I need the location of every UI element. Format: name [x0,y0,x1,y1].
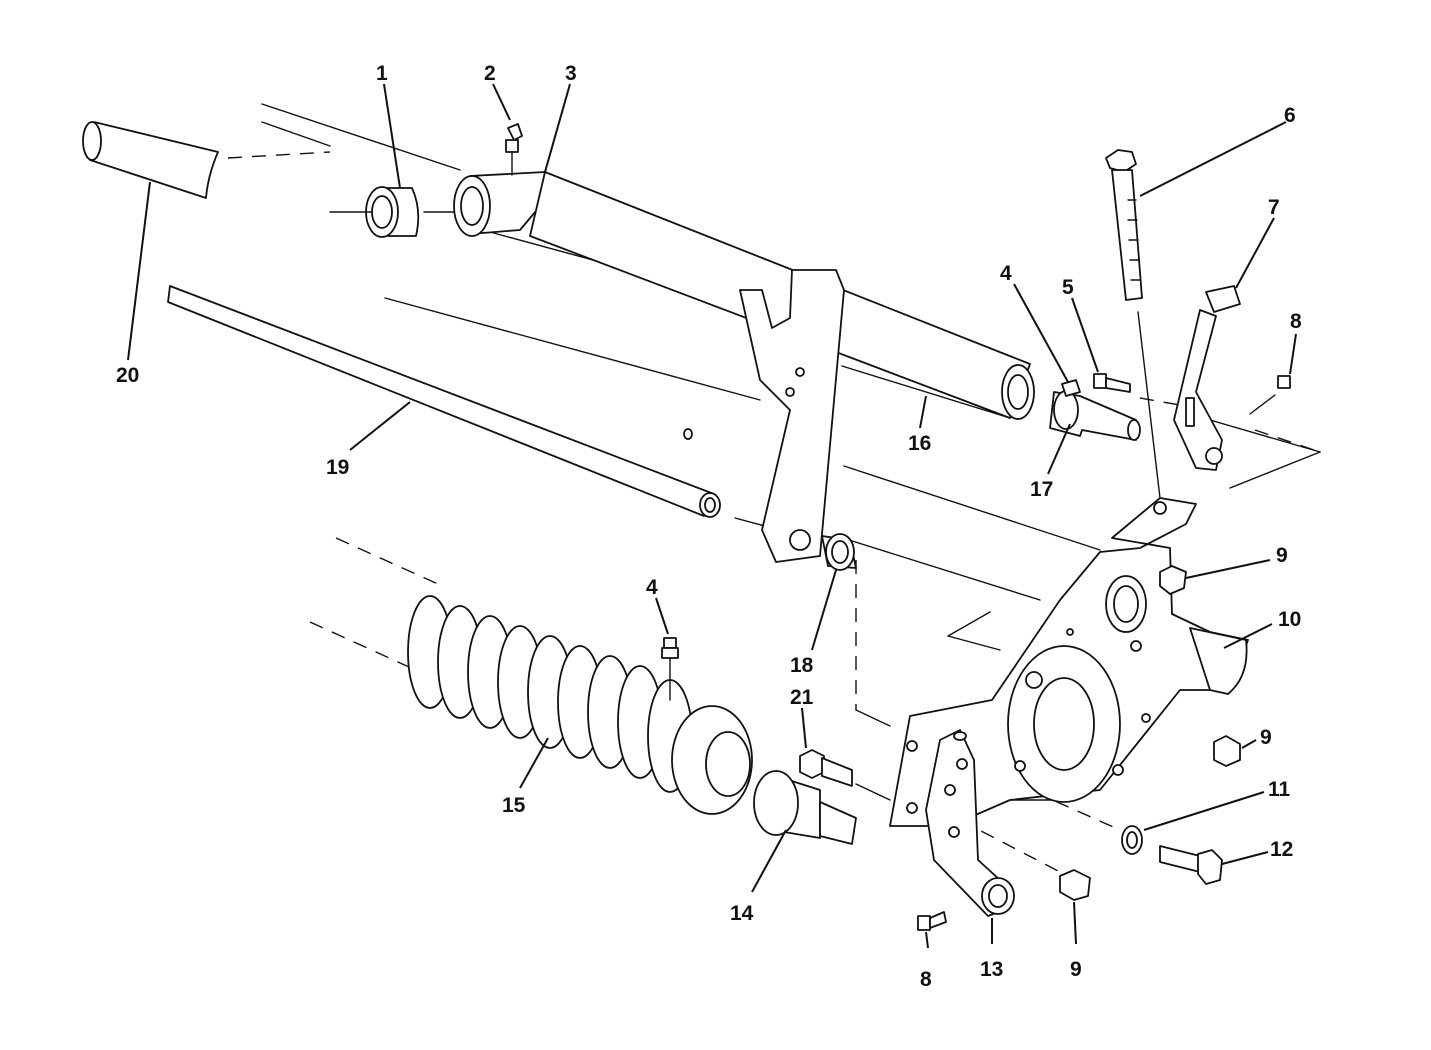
callout-18: 18 [790,654,814,677]
callout-6: 6 [1284,104,1296,127]
callout-7: 7 [1268,196,1280,219]
callout-15: 15 [502,794,526,817]
callout-9-upper: 9 [1276,544,1288,567]
callout-4-lower: 4 [646,576,658,599]
part-10-side-plate [889,497,1249,827]
callout-2: 2 [484,62,496,85]
part-8-set-screw-upper [1277,375,1291,389]
callout-8-lower: 8 [920,968,932,991]
part-14-shaft-stub [753,770,857,845]
callout-9-lower: 9 [1070,958,1082,981]
callout-10: 10 [1278,608,1301,631]
part-17-shaft [1049,390,1141,441]
part-8-set-screw-lower [917,911,947,931]
part-18-bushing [821,533,857,571]
part-2-grease-fitting [505,123,523,176]
callout-1: 1 [376,62,388,85]
callout-11: 11 [1268,778,1291,801]
part-9-nut-middle [1213,735,1241,767]
part-7-lever [1173,285,1241,471]
part-21-bolt [799,749,853,787]
callout-8-upper: 8 [1290,310,1302,333]
part-12-bolt [1159,845,1223,885]
callout-20: 20 [116,364,139,387]
part-19-rod [167,285,721,518]
part-4-grease-fitting-upper [1061,379,1081,397]
part-9-nut-lower [1059,869,1091,901]
part-15-spring [407,595,753,815]
part-11-lock-washer [1121,825,1143,855]
callout-12: 12 [1270,838,1293,861]
callout-14: 14 [730,902,754,925]
callout-19: 19 [326,456,349,479]
callout-16: 16 [908,432,931,455]
part-9-nut-upper [1159,565,1187,595]
part-20-tube [82,121,219,199]
part-1-bushing [329,186,461,238]
part-6-bolt [1105,149,1143,301]
callout-labels: 1 2 3 4 5 6 7 8 9 10 9 11 12 9 13 8 14 1… [116,62,1302,991]
callout-17: 17 [1030,478,1053,501]
part-5-screw [1093,373,1131,393]
callout-4-upper: 4 [1000,262,1012,285]
leader-lines [127,83,1297,949]
part-4-grease-fitting-lower [661,637,679,701]
callout-5: 5 [1062,276,1074,299]
part-3-arm-tube [453,171,1035,563]
callout-21: 21 [790,686,814,709]
callout-9-middle: 9 [1260,726,1272,749]
callout-13: 13 [980,958,1003,981]
part-13-crank-arm [925,729,1015,917]
callout-3: 3 [565,62,577,85]
